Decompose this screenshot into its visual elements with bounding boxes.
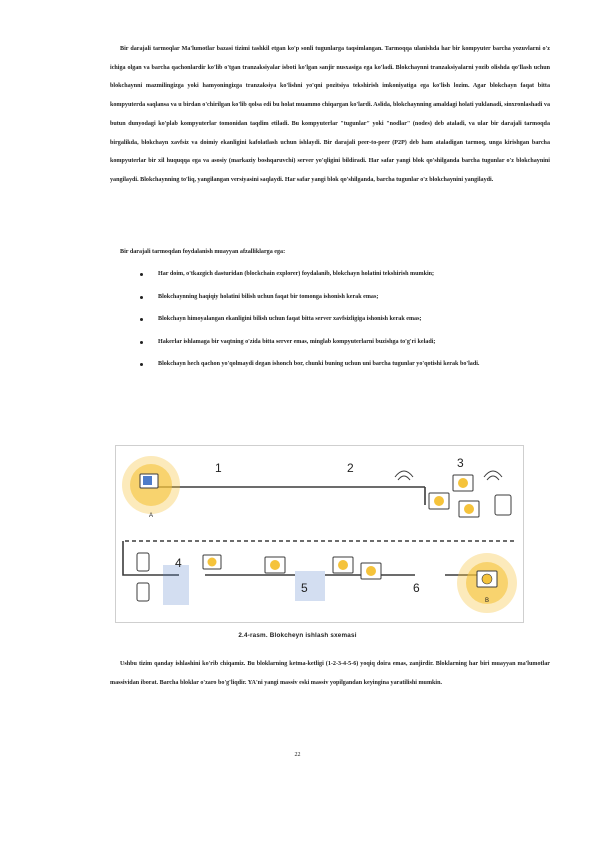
- coin-icon: [434, 496, 444, 506]
- chain-line-left: [122, 541, 179, 576]
- bullet-icon: [140, 318, 143, 321]
- step-label-5: 5: [301, 581, 308, 595]
- paragraph-intro: Bir darajali tarmoqlar Ma'lumotlar bazas…: [110, 40, 550, 190]
- coin-icon: [338, 560, 348, 570]
- step-label-2: 2: [347, 461, 354, 475]
- step-label-4: 4: [175, 556, 182, 570]
- phone-icon: [494, 494, 512, 516]
- list-item: Blokchaynning haqiqiy holatini bilish uc…: [140, 288, 550, 307]
- list-item: Blokchayn himoyalangan ekanligini bilish…: [140, 310, 550, 329]
- phone-icon: [136, 552, 150, 572]
- phone-icon: [136, 582, 150, 602]
- bullet-icon: [140, 340, 143, 344]
- node-4-panel: [163, 565, 189, 605]
- wifi-icon: [394, 470, 414, 481]
- step-label-3: 3: [457, 456, 464, 470]
- list-item: Blokchayn hech qachon yo'qolmaydi degan …: [140, 355, 550, 374]
- wifi-icon: [483, 470, 503, 481]
- node-5-panel: [295, 571, 325, 601]
- paragraph-conclusion: Ushbu tizim qanday ishlashini ko'rib chi…: [110, 655, 550, 692]
- coin-icon: [481, 573, 493, 585]
- node-a-screen: [143, 476, 152, 485]
- bullet-icon: [140, 363, 143, 366]
- paragraph-intro-text: Bir darajali tarmoqlar Ma'lumotlar bazas…: [110, 46, 550, 183]
- step-label-6: 6: [413, 581, 420, 595]
- paragraph-conclusion-text: Ushbu tizim qanday ishlashini ko'rib chi…: [110, 661, 550, 686]
- coin-icon: [366, 566, 376, 576]
- list-item: Har doim, o'tkazgich dasturidan (blockch…: [140, 265, 550, 284]
- list-item: Hakerlar ishlamaga bir vaqtning o'zida b…: [140, 333, 550, 352]
- coin-icon: [207, 557, 217, 567]
- bullet-icon: [140, 273, 143, 276]
- node-a-label: A: [149, 513, 153, 519]
- chain-lines: [122, 486, 515, 576]
- bullet-icon: [140, 295, 143, 299]
- step-label-1: 1: [215, 461, 222, 475]
- coin-icon: [464, 504, 474, 514]
- figure-caption: 2.4-rasm. Blokcheyn ishlash sxemasi: [238, 632, 357, 639]
- blockchain-diagram: A 1 2 3 4 5 6: [115, 445, 524, 623]
- page-number: 22: [294, 752, 301, 758]
- coin-icon: [458, 478, 468, 488]
- advantages-lead: Bir darajali tarmoqdan foydalanish muayy…: [120, 249, 286, 255]
- advantages-list: Har doim, o'tkazgich dasturidan (blockch…: [140, 265, 550, 378]
- node-b-label: B: [485, 598, 489, 604]
- coin-icon: [270, 560, 280, 570]
